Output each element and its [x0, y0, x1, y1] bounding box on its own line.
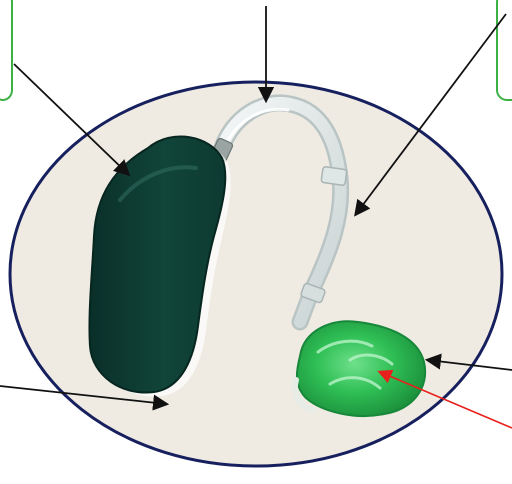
label-box-top-left [0, 0, 12, 100]
background-ellipse [10, 82, 502, 466]
